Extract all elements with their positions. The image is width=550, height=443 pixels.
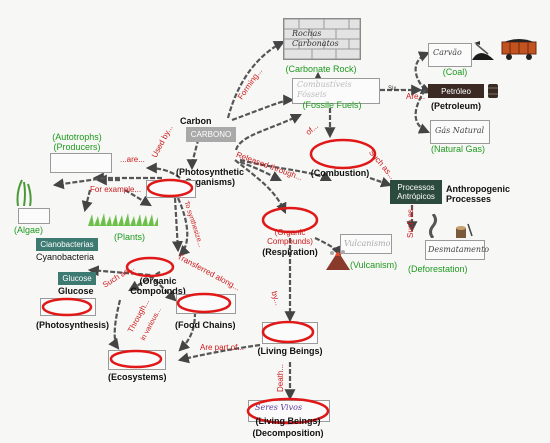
living-beings-label-2: (Living Beings) (255, 416, 321, 426)
vulcanismo-handwritten: Vulcanismo (344, 239, 391, 248)
living-beings-label-1: (Living Beings) (257, 346, 323, 356)
vulcanism-box: Vulcanismo (340, 234, 392, 254)
coal-box: Carvão (428, 43, 472, 67)
organic-compounds-circle-2 (261, 206, 319, 234)
decomposition-label: (Decomposition) (252, 428, 324, 438)
carbon-label: Carbon (180, 116, 212, 126)
deforestation-label: (Deforestation) (408, 264, 468, 274)
ecosystems-circle (109, 349, 163, 369)
organic-compounds-label-2: (Organic Compounds) (267, 228, 313, 246)
grass-icon (88, 213, 158, 226)
decomposition-circle (246, 397, 330, 425)
vulcanism-label: (Vulcanism) (350, 260, 398, 270)
link-are-1: Are... (406, 92, 426, 101)
algae-box (18, 208, 50, 224)
coal-wagon-icon (501, 39, 537, 60)
producers-box (50, 153, 112, 173)
combustion-label: (Combustion) (310, 168, 370, 178)
carvao-handwritten: Carvão (433, 48, 462, 57)
algae-label: (Algae) (14, 225, 44, 235)
deforestation-box: Desmatamento (425, 240, 489, 260)
glucose-label: Glucose (58, 286, 94, 296)
petroleo-tag: Petróleo (428, 84, 484, 98)
organic-compounds-label-1: (Organic Compounds) (130, 276, 186, 296)
ecosystems-label: (Ecosystems) (108, 372, 167, 382)
fossil-fuels-box: Combustíveis Fósseis (292, 78, 380, 104)
carbonate-rock-label: (Carbonate Rock) (285, 64, 357, 74)
combustiveis-handwritten: Combustíveis Fósseis (297, 80, 352, 99)
respiration-label: (Respiration) (262, 247, 318, 257)
volcano-icon (326, 250, 350, 270)
link-for-example: For example... (90, 185, 142, 194)
carbono-tag: CARBONO (186, 127, 236, 142)
petroleum-label: (Petroleum) (430, 101, 482, 111)
photosynthesis-label: (Photosynthesis) (36, 320, 110, 330)
algae-icon (16, 179, 32, 206)
desmatamento-handwritten: Desmatamento (428, 245, 490, 254)
carbonate-rock-box: Rochas Carbonatos (283, 18, 361, 60)
anthropogenic-label: Anthropogenic Processes (446, 184, 510, 204)
coal-label: (Coal) (442, 67, 468, 77)
living-beings-circle-1 (261, 320, 315, 344)
photosynthetic-label: (Photosynthetic Organisms) (175, 167, 245, 187)
producers-label: (Producers) (53, 142, 101, 152)
glucose-tag: Glucose (58, 272, 96, 285)
plants-label: (Plants) (114, 232, 146, 242)
coal-pile-icon (472, 41, 494, 60)
organic-compounds-circle-1 (125, 256, 175, 278)
link-are-part-of: Are part of... (200, 343, 245, 352)
autotrophs-label: (Autotrophs) (52, 132, 102, 142)
natural-gas-box: Gás Natural (430, 120, 490, 144)
link-death: Death... (276, 363, 285, 392)
link-are-2: ...are... (120, 155, 145, 164)
fossil-fuels-label: (Fossile Fuels) (302, 100, 362, 110)
photosynthetic-circle (146, 178, 194, 198)
smoke-icon (429, 214, 437, 238)
seres-vivos-handwritten: Seres Vivos (255, 403, 303, 412)
wall-icon (284, 19, 360, 59)
photosynthesis-circle (41, 297, 93, 317)
cianobacterias-tag: Cianobacterias (36, 238, 98, 251)
oil-barrel-icon (488, 84, 498, 98)
rochas-handwritten: Rochas Carbonatos (292, 29, 339, 48)
cyanobacteria-label: Cyanobacteria (36, 252, 95, 262)
link-such-as-3: Such as... (406, 202, 415, 238)
link-six: Six... (388, 86, 402, 92)
processos-tag: Processos Antrópicos (390, 180, 442, 204)
food-chains-label: (Food Chains) (175, 320, 236, 330)
tree-stump-icon (456, 223, 473, 238)
gas-natural-handwritten: Gás Natural (435, 126, 485, 135)
food-chains-circle (176, 292, 232, 314)
natural-gas-label: (Natural Gas) (430, 144, 486, 154)
combustion-circle (309, 138, 377, 170)
